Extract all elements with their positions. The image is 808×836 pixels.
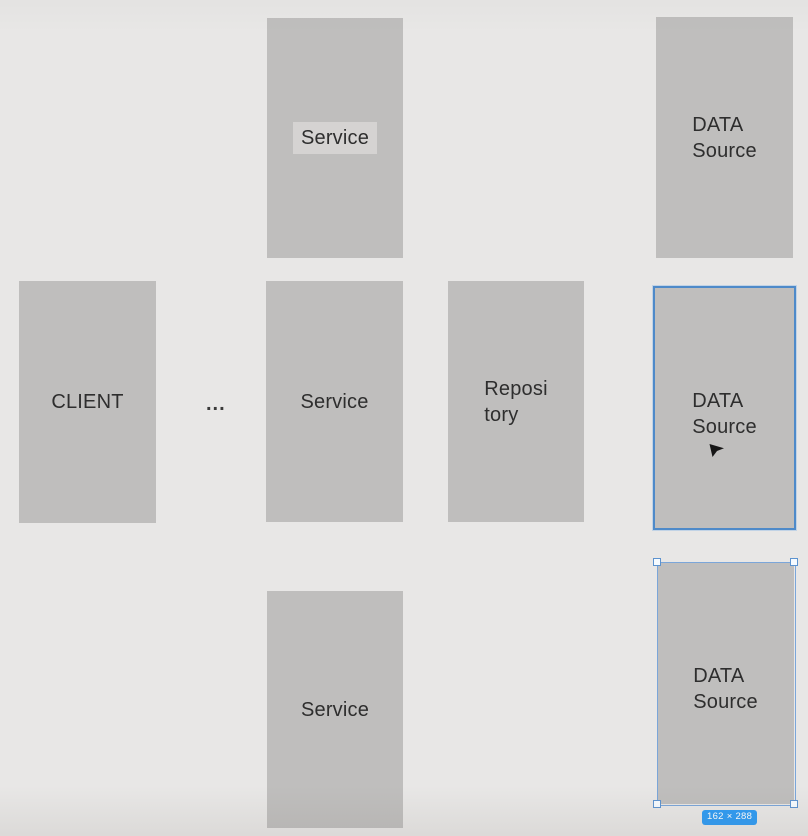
- shape-label: Reposi tory: [484, 377, 548, 426]
- shape-label: Service: [300, 698, 370, 721]
- shape-data-source-top[interactable]: DATA Source: [656, 17, 793, 258]
- shape-label: Service: [300, 390, 369, 413]
- shape-label: DATA Source: [692, 113, 757, 162]
- shape-service-middle[interactable]: Service: [266, 281, 403, 522]
- shape-data-source-bottom[interactable]: DATA Source: [657, 562, 794, 804]
- selection-handle-top-right[interactable]: [790, 558, 798, 566]
- selection-handle-bottom-right[interactable]: [790, 800, 798, 808]
- shape-label: DATA Source: [692, 390, 757, 438]
- shape-data-source-middle[interactable]: DATA Source: [653, 286, 796, 530]
- shape-client[interactable]: CLIENT: [19, 281, 156, 523]
- ellipsis-text: ...: [206, 393, 226, 415]
- shape-label: DATA Source: [693, 665, 758, 713]
- selection-handle-bottom-left[interactable]: [653, 800, 661, 808]
- shape-service-bottom[interactable]: Service: [267, 591, 403, 828]
- selection-handle-top-left[interactable]: [653, 558, 661, 566]
- shape-service-top[interactable]: Service: [267, 18, 403, 258]
- shape-label: CLIENT: [51, 391, 124, 413]
- size-badge: 162 × 288: [702, 810, 758, 825]
- shape-repository[interactable]: Reposi tory: [448, 281, 584, 522]
- shape-label: Service: [292, 122, 378, 154]
